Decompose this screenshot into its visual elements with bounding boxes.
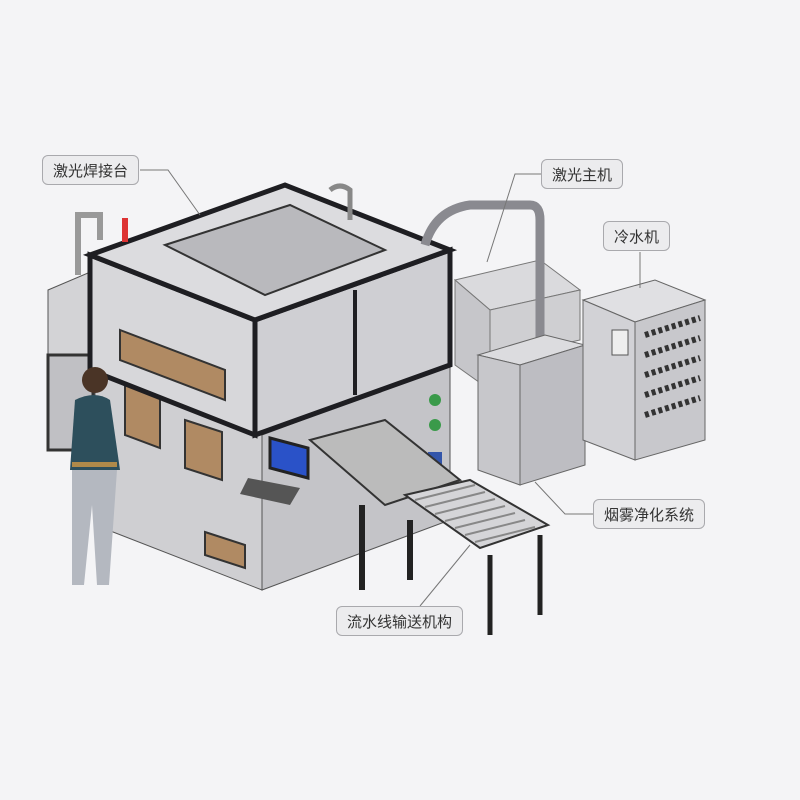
label-laser-source: 激光主机 xyxy=(541,159,624,189)
operator-figure xyxy=(70,367,120,585)
leader-lines xyxy=(140,169,641,607)
label-fume-extraction: 烟雾净化系统 xyxy=(593,499,706,529)
conveyor-line xyxy=(307,418,551,635)
welding-station xyxy=(82,182,458,591)
chiller-unit xyxy=(581,279,707,461)
label-conveyor: 流水线输送机构 xyxy=(336,606,464,636)
fume-extraction-unit xyxy=(476,334,587,486)
label-welding-station: 激光焊接台 xyxy=(42,155,140,185)
label-chiller: 冷水机 xyxy=(603,221,671,251)
